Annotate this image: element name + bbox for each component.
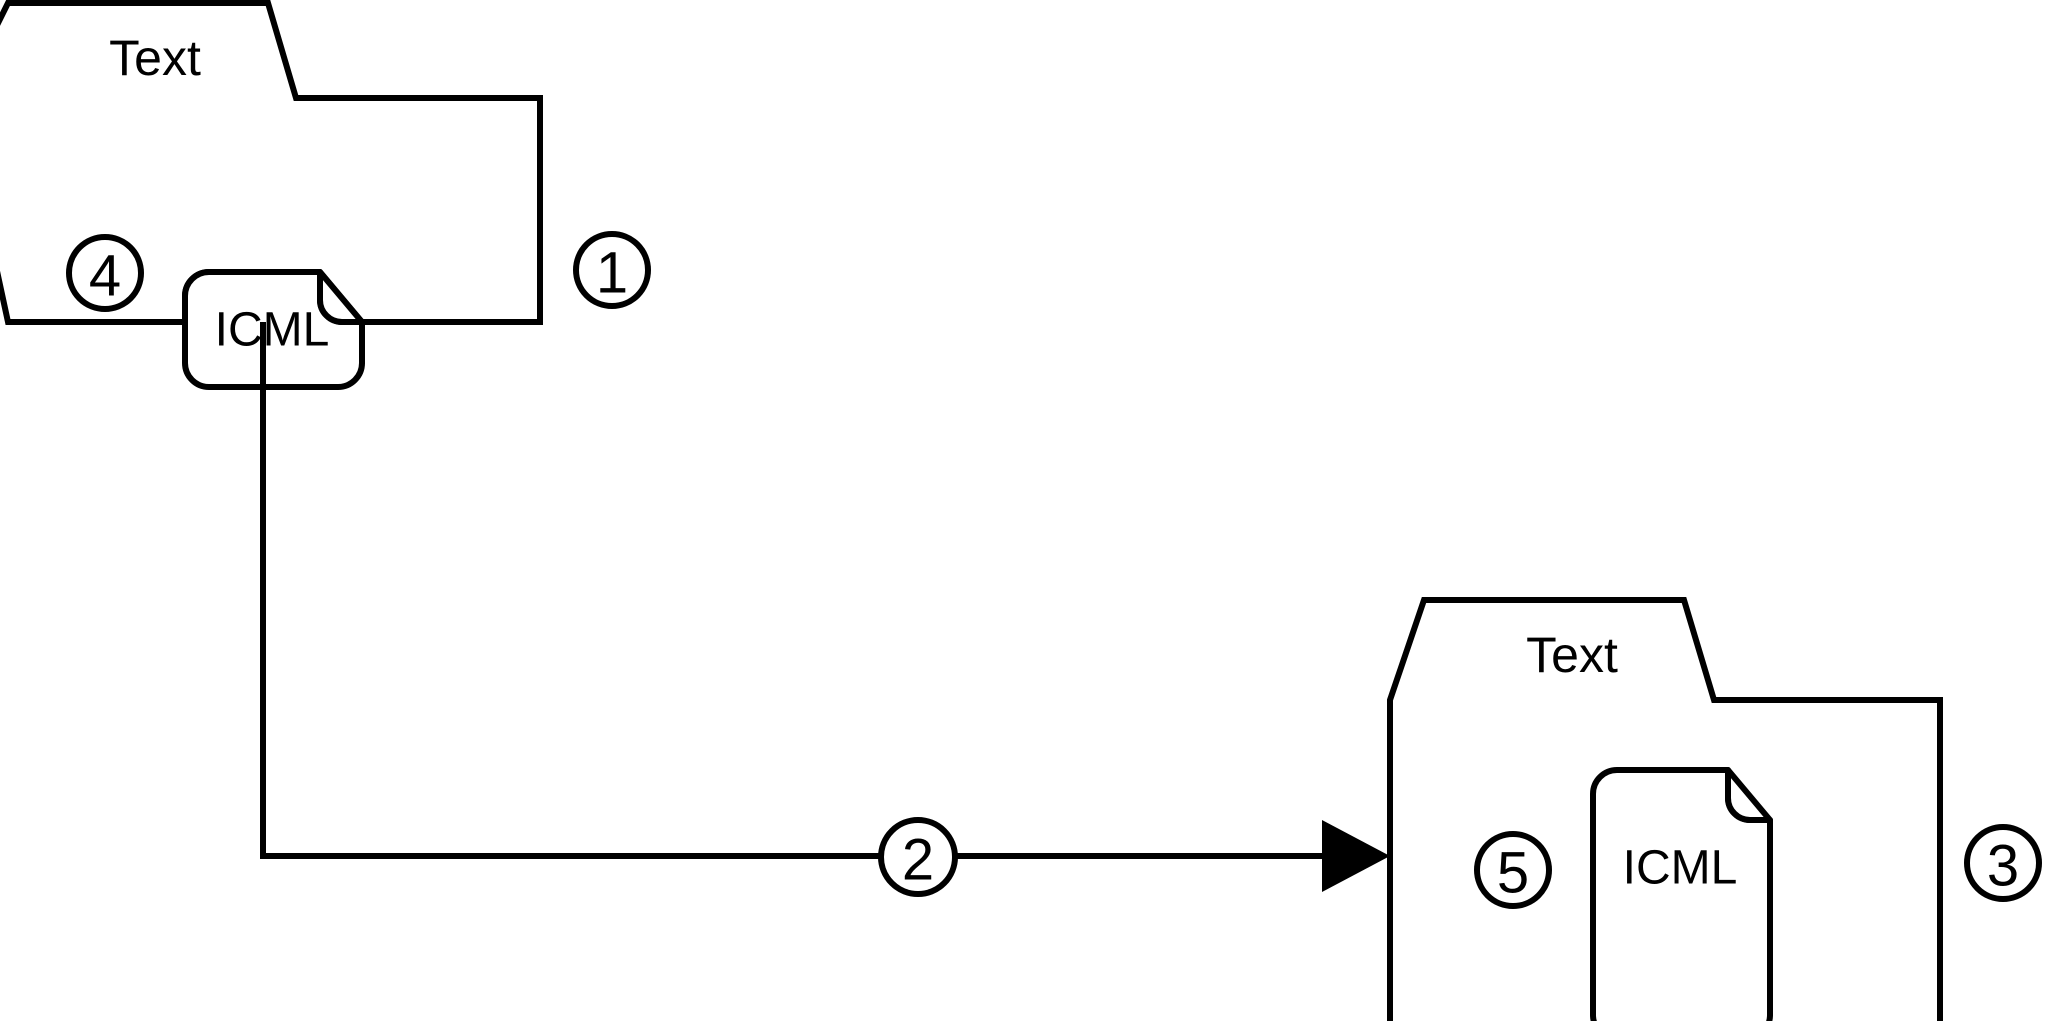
- badge-2[interactable]: 2: [878, 817, 958, 897]
- document-fold-corner: [1725, 767, 1773, 823]
- badge-5-circle[interactable]: [1474, 831, 1552, 909]
- badge-2-circle[interactable]: [878, 817, 958, 897]
- target-folder[interactable]: Text ICML 5: [1387, 597, 1943, 1021]
- arrow-head-icon: [1322, 820, 1390, 892]
- badge-2-label: 2: [902, 828, 934, 893]
- badge-3-label: 3: [1987, 834, 2019, 899]
- badge-4-label: 4: [89, 244, 121, 309]
- source-folder-outline[interactable]: [0, 0, 543, 325]
- target-document-label: ICML: [1623, 842, 1738, 895]
- badge-1-label: 1: [596, 241, 628, 306]
- badge-4-circle[interactable]: [66, 234, 144, 312]
- copy-edge-connector[interactable]: 2: [260, 322, 1390, 897]
- source-document-label: ICML: [215, 304, 330, 357]
- document-page-body: [1590, 767, 1773, 1021]
- badge-3-circle[interactable]: [1964, 824, 2042, 902]
- document-fold-corner: [317, 269, 365, 325]
- source-folder-label: Text: [109, 30, 201, 86]
- source-folder-document-icon[interactable]: ICML: [182, 269, 365, 390]
- badge-5[interactable]: 5: [1474, 831, 1552, 909]
- badge-1[interactable]: 1: [573, 231, 651, 309]
- badge-4[interactable]: 4: [66, 234, 144, 312]
- connector-path[interactable]: [260, 322, 1322, 859]
- target-folder-document-icon[interactable]: ICML: [1590, 767, 1773, 1021]
- badge-3[interactable]: 3: [1964, 824, 2042, 902]
- badge-1-circle[interactable]: [573, 231, 651, 309]
- target-folder-label: Text: [1526, 627, 1618, 683]
- source-folder[interactable]: Text ICML 4: [0, 0, 543, 390]
- badge-5-label: 5: [1497, 841, 1529, 906]
